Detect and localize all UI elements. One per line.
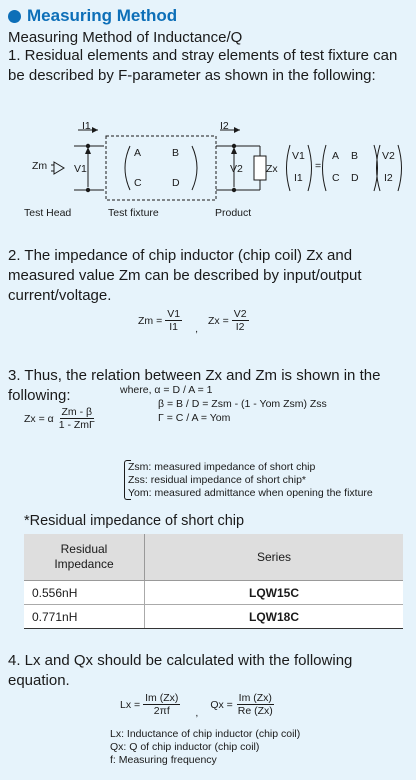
v1-label: V1: [74, 163, 87, 175]
title-bullet-icon: [8, 9, 21, 23]
table-row: 0.556nH LQW15C: [24, 580, 403, 605]
i1-label: I1: [82, 120, 91, 132]
def-zsm: Zsm: measured impedance of short chip: [128, 461, 316, 473]
where-line-1: where, α = D / A = 1: [120, 384, 213, 396]
lx-qx-equations: Lx = Im (Zx)2πf , Qx = Im (Zx)Re (Zx): [120, 692, 274, 719]
eq-v2: V2: [382, 150, 395, 162]
eq-a: A: [332, 150, 340, 162]
product-label: Product: [215, 207, 252, 219]
zm-label: Zm: [32, 160, 48, 172]
where-line-2: β = B / D = Zsm - (1 - Yom Zsm) Zss: [158, 398, 327, 410]
def-qx: Qx: Q of chip inductor (chip coil): [110, 741, 260, 753]
matrix-c: C: [134, 177, 142, 189]
test-fixture-label: Test fixture: [108, 207, 159, 219]
def-lx: Lx: Inductance of chip inductor (chip co…: [110, 728, 301, 740]
def-yom: Yom: measured admittance when opening th…: [128, 487, 373, 499]
section-2-text: 2. The impedance of chip inductor (chip …: [8, 247, 362, 304]
eq-i2: I2: [384, 172, 393, 184]
section-title: Measuring Method: [8, 6, 177, 26]
v2-arrow-icon: [231, 147, 237, 154]
v2-label: V2: [230, 163, 243, 175]
residual-impedance-table: Residual Impedance Series 0.556nH LQW15C…: [24, 534, 403, 629]
eq-i1: I1: [294, 172, 303, 184]
test-head-label: Test Head: [24, 207, 72, 219]
impedance-cell: 0.771nH: [24, 604, 145, 629]
col-header-series: Series: [144, 534, 403, 581]
def-zss: Zss: residual impedance of short chip*: [128, 474, 307, 486]
i2-arrow-icon: [234, 127, 240, 133]
v1-arrow-icon: [85, 147, 91, 154]
zx-label: Zx: [266, 163, 278, 175]
section-3-text: 3. Thus, the relation between Zx and Zm …: [8, 367, 381, 404]
title-text: Measuring Method: [27, 6, 178, 25]
series-cell: LQW18C: [144, 604, 403, 629]
eq-b: B: [351, 150, 359, 162]
where-line-3: Γ = C / A = Yom: [158, 412, 231, 424]
eq-c: C: [332, 172, 340, 184]
definitions-bracket: [124, 460, 131, 500]
matrix-d: D: [172, 177, 180, 189]
section-4-text: 4. Lx and Qx should be calculated with t…: [8, 652, 353, 689]
page-subtitle: Measuring Method of Inductance/Q: [8, 29, 243, 46]
section-1-text: 1. Residual elements and stray elements …: [8, 47, 398, 84]
product-impedance-box: [253, 155, 267, 181]
matrix-b: B: [172, 147, 180, 159]
series-cell: LQW15C: [144, 580, 403, 605]
table-row: 0.771nH LQW18C: [24, 604, 403, 629]
eq-d: D: [351, 172, 359, 184]
def-f: f: Measuring frequency: [110, 754, 217, 766]
impedance-cell: 0.556nH: [24, 580, 145, 605]
zm-arrow-icon: [53, 161, 65, 175]
residual-caption: *Residual impedance of short chip: [24, 513, 245, 529]
i1-arrow-icon: [92, 127, 98, 133]
i2-label: I2: [220, 120, 229, 132]
fixture-circuit-diagram: [51, 127, 402, 201]
eq-v1: V1: [292, 150, 305, 162]
matrix-a: A: [134, 147, 142, 159]
col-header-residual: Residual Impedance: [24, 534, 145, 581]
table-header-row: Residual Impedance Series: [24, 534, 403, 581]
